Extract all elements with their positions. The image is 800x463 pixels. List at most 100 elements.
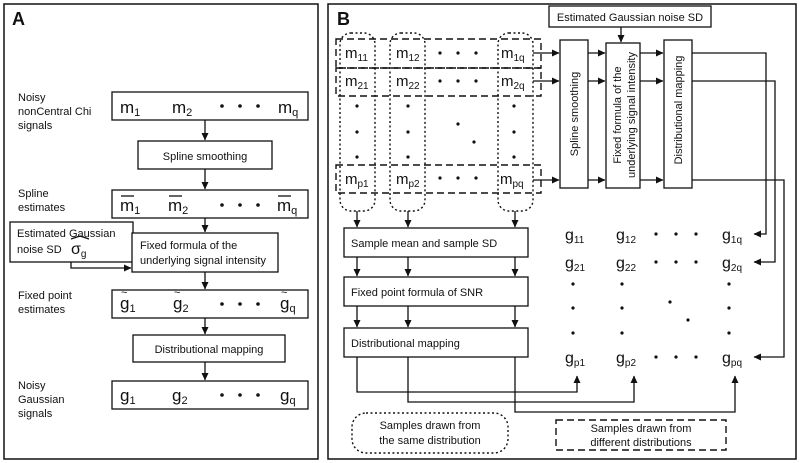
m12-symbol: m12	[396, 45, 420, 64]
legend-different-text: Samples drawn from	[591, 423, 692, 435]
mq-symbol: mq	[278, 98, 298, 119]
column-flow-arrows	[353, 211, 519, 328]
ellipsis-dot	[256, 104, 260, 108]
m11-symbol: m11	[345, 45, 368, 64]
ellipsis-dot	[220, 104, 224, 108]
fixed-formula-text-b-2: underlying signal intensity	[626, 52, 638, 178]
tilde-mark: ~	[174, 287, 180, 299]
spline-estimates-label: Spline estimates	[18, 188, 66, 214]
hat-mark	[70, 235, 81, 240]
g21-symbol: g21	[565, 255, 585, 274]
snr-step	[343, 276, 529, 307]
sample-stats-text: Sample mean and sample SD	[351, 238, 497, 250]
different-distribution-row	[335, 164, 542, 194]
sample-stats-step	[343, 227, 529, 258]
g1-symbol: g1	[120, 386, 136, 407]
m21-symbol: m21	[345, 73, 369, 92]
same-distribution-group	[389, 32, 426, 212]
legend-different-text-2: different distributions	[590, 437, 692, 449]
spline-smoothing-text: Spline smoothing	[163, 151, 247, 163]
g2-symbol: g2	[172, 386, 188, 407]
legend-different-distributions	[555, 419, 727, 451]
legend-same-distribution	[351, 412, 509, 454]
spline-smoothing-text-b: Spline smoothing	[569, 72, 581, 156]
svg-text:estimates: estimates	[18, 202, 66, 214]
g1q-symbol: g1q	[722, 227, 742, 246]
g22-symbol: g22	[616, 255, 636, 274]
panel-a-label: A	[12, 9, 25, 29]
gp2-symbol: gp2	[616, 350, 636, 369]
m1-symbol: m1	[120, 98, 140, 119]
ellipsis-dot	[238, 203, 242, 207]
g1-tilde-symbol: g1	[120, 294, 136, 315]
fixed-formula-text-2: underlying signal intensity	[140, 255, 266, 267]
svg-text:estimates: estimates	[18, 304, 66, 316]
g12-symbol: g12	[616, 227, 636, 246]
legend-same-text: Samples drawn from	[380, 420, 481, 432]
ellipsis-dot	[238, 302, 242, 306]
different-distribution-row	[335, 67, 542, 97]
hat-mark	[79, 235, 90, 240]
mp2-symbol: mp2	[396, 171, 420, 190]
fixed-point-label: Fixed point estimates	[18, 290, 72, 316]
gq-tilde-symbol: gq	[280, 294, 296, 315]
m2-bar-symbol: m2	[168, 196, 188, 217]
mpq-symbol: mpq	[500, 171, 524, 190]
fixed-formula-text-b: Fixed formula of the	[612, 66, 624, 163]
g2q-symbol: g2q	[722, 255, 742, 274]
noisy-gaussian-label: Noisy Gaussian signals	[18, 380, 64, 420]
distributional-mapping-text-col: Distributional mapping	[351, 338, 460, 350]
ellipsis-dot	[220, 393, 224, 397]
gq-symbol: gq	[280, 386, 296, 407]
distributional-mapping-text-b: Distributional mapping	[673, 56, 685, 165]
svg-text:signals: signals	[18, 408, 53, 420]
m2-symbol: m2	[172, 98, 192, 119]
gpq-symbol: gpq	[722, 350, 742, 369]
ellipsis-dot	[256, 393, 260, 397]
m1q-symbol: m1q	[501, 45, 525, 64]
panel-b: B Estimated Gaussian noise SD m11 m12 m1…	[327, 3, 797, 460]
row-flow-arrows	[533, 49, 785, 361]
noisy-gaussian-row	[111, 380, 309, 410]
ellipsis-dot	[256, 302, 260, 306]
tilde-mark: ~	[281, 287, 287, 299]
panel-b-frame	[327, 3, 797, 460]
noisy-chi-row	[111, 91, 309, 121]
noise-sd-arrow	[70, 262, 132, 272]
svg-text:Gaussian: Gaussian	[18, 394, 64, 406]
distributional-mapping-step-b	[663, 39, 693, 189]
mq-bar-symbol: mq	[277, 196, 297, 217]
snr-text: Fixed point formula of SNR	[351, 287, 483, 299]
ellipsis-dot	[220, 302, 224, 306]
fixed-formula-step-b	[605, 42, 641, 189]
panel-b-label: B	[337, 9, 350, 29]
mp1-symbol: mp1	[345, 171, 369, 190]
output-arrows	[356, 357, 739, 413]
g-matrix-dots	[571, 232, 731, 359]
m1-bar-symbol: m1	[120, 196, 140, 217]
svg-text:Fixed point: Fixed point	[18, 290, 72, 302]
ellipsis-dot	[238, 104, 242, 108]
noise-sd-text: Estimated Gaussian	[17, 228, 115, 240]
g11-symbol: g11	[565, 227, 585, 246]
fixed-formula-step	[131, 232, 279, 273]
svg-text:Noisy: Noisy	[18, 92, 46, 104]
distributional-mapping-text: Distributional mapping	[155, 344, 264, 356]
same-distribution-group	[497, 32, 534, 212]
noise-sd-box-b	[548, 5, 712, 28]
g2-tilde-symbol: g2	[173, 294, 189, 315]
ellipsis-dot	[220, 203, 224, 207]
m2q-symbol: m2q	[501, 73, 525, 92]
sigma-hat-symbol: σg	[71, 241, 86, 260]
gp1-symbol: gp1	[565, 350, 585, 369]
noisy-chi-label: Noisy nonCentral Chi signals	[18, 92, 91, 132]
spline-smoothing-step	[137, 140, 273, 170]
noise-sd-text-b: Estimated Gaussian noise SD	[557, 12, 703, 24]
fixed-point-row	[111, 289, 309, 319]
spline-estimates-row	[111, 189, 309, 219]
ellipsis-dot	[256, 203, 260, 207]
distributional-mapping-step	[132, 334, 286, 363]
m-matrix-dots	[355, 51, 516, 180]
panel-a-frame	[3, 3, 319, 460]
